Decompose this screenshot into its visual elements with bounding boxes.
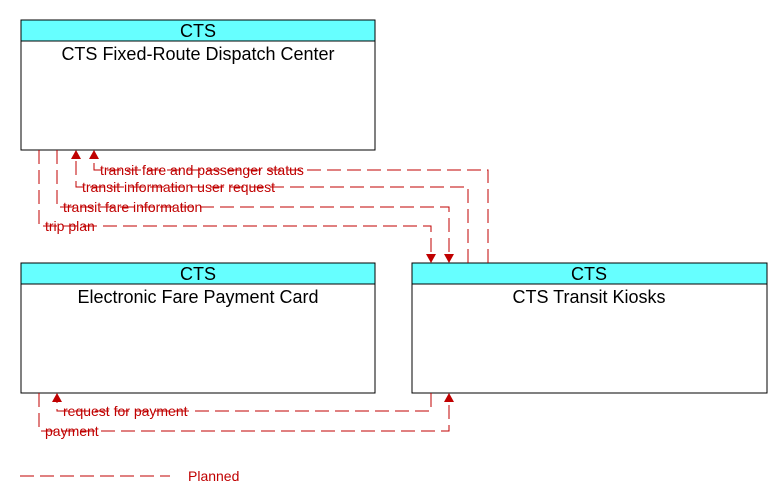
arrow-head bbox=[71, 150, 81, 159]
arrow-head bbox=[426, 254, 436, 263]
flow-label: transit fare information bbox=[63, 199, 202, 215]
flow-line bbox=[93, 158, 489, 263]
flow-transit-fare-and-passenger-status[interactable]: transit fare and passenger status bbox=[89, 150, 489, 263]
entity-transit-kiosks[interactable]: CTS CTS Transit Kiosks bbox=[411, 262, 768, 394]
legend-planned-label: Planned bbox=[188, 468, 239, 484]
flow-label: transit fare and passenger status bbox=[100, 162, 304, 178]
entity-owner: CTS bbox=[571, 264, 607, 284]
entity-body bbox=[20, 40, 376, 151]
entity-dispatch-center[interactable]: CTS CTS Fixed-Route Dispatch Center bbox=[20, 19, 376, 151]
flow-trip-plan[interactable]: trip plan bbox=[38, 150, 436, 263]
entity-title: Electronic Fare Payment Card bbox=[77, 287, 318, 307]
flow-transit-fare-information[interactable]: transit fare information bbox=[56, 150, 454, 263]
entity-fare-card[interactable]: CTS Electronic Fare Payment Card bbox=[20, 262, 376, 394]
entity-title: CTS Transit Kiosks bbox=[512, 287, 665, 307]
arrow-head bbox=[444, 393, 454, 402]
flow-transit-information-user-request[interactable]: transit information user request bbox=[71, 150, 469, 263]
entity-owner: CTS bbox=[180, 21, 216, 41]
flow-label: request for payment bbox=[63, 403, 188, 419]
flow-line bbox=[38, 393, 450, 432]
flow-line bbox=[75, 158, 469, 263]
flow-label: trip plan bbox=[45, 218, 95, 234]
legend: Planned bbox=[20, 468, 239, 484]
entity-owner: CTS bbox=[180, 264, 216, 284]
flow-label: transit information user request bbox=[82, 179, 275, 195]
flow-line bbox=[56, 150, 450, 255]
flow-line bbox=[56, 393, 432, 412]
flow-payment[interactable]: payment bbox=[38, 393, 454, 439]
arrow-head bbox=[52, 393, 62, 402]
entity-body bbox=[20, 283, 376, 394]
arrow-head bbox=[444, 254, 454, 263]
flow-line bbox=[38, 150, 432, 255]
arrow-head bbox=[89, 150, 99, 159]
entity-title: CTS Fixed-Route Dispatch Center bbox=[61, 44, 334, 64]
flow-label: payment bbox=[45, 423, 99, 439]
flow-request-for-payment[interactable]: request for payment bbox=[52, 393, 432, 419]
entity-body bbox=[411, 283, 768, 394]
